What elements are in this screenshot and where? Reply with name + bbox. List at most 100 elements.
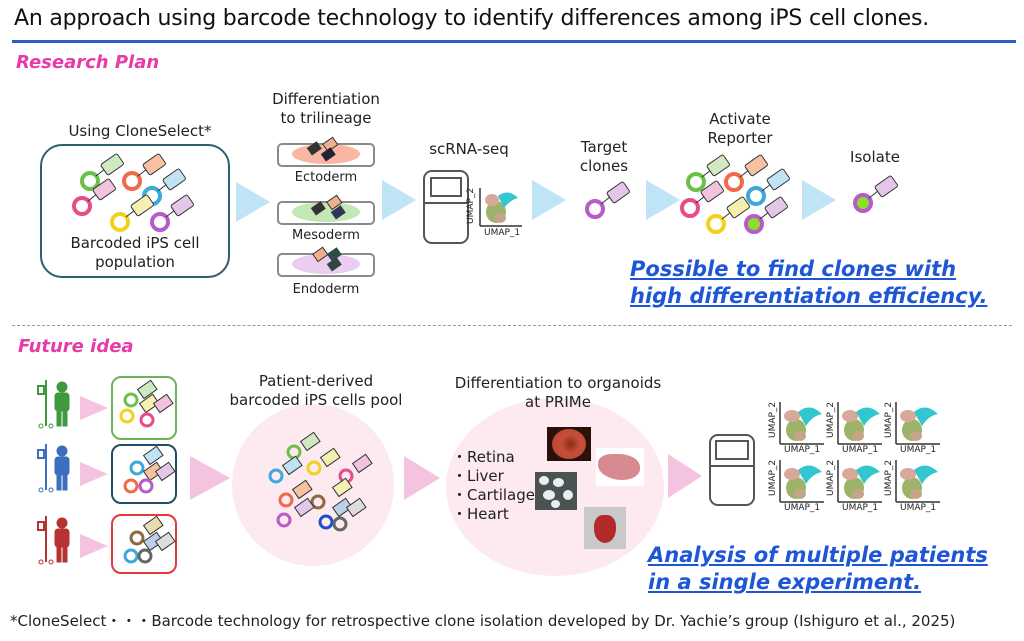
arrow-right-icon <box>668 454 702 498</box>
umap-x-label: UMAP_1 <box>842 445 879 455</box>
reporter-caption-line2: Reporter <box>707 129 773 147</box>
umap-y-label: UMAP_2 <box>768 459 778 496</box>
petri-dish-mesoderm-icon <box>277 194 375 225</box>
clone-green <box>80 153 124 191</box>
umap-y-label: UMAP_2 <box>826 401 836 438</box>
target-caption-line2: clones <box>579 157 629 175</box>
target-caption-line1: Target <box>580 138 628 156</box>
arrow-right-icon <box>532 180 566 220</box>
arrow-right-icon <box>646 180 680 220</box>
petri-dish-endoderm-icon <box>277 246 375 277</box>
cartilage-image <box>535 472 577 510</box>
pool-circle <box>232 404 394 566</box>
organoid-item: ・Heart <box>452 505 509 523</box>
clone-pink <box>72 178 116 216</box>
isolate-caption: Isolate <box>850 148 900 166</box>
arrow-right-icon <box>80 396 108 420</box>
umap-y-label: UMAP_2 <box>826 459 836 496</box>
patient-red-icon <box>37 516 70 565</box>
patient-blue-icon <box>37 444 70 493</box>
research-callout-line2: high differentiation efficiency. <box>630 284 988 308</box>
organoid-item: ・Retina <box>452 448 515 466</box>
patient-green-clones-box <box>111 376 177 440</box>
future-callout-line1: Analysis of multiple patients <box>648 543 988 567</box>
trilineage-caption-line1: Differentiation <box>272 90 380 108</box>
clone-group-icon <box>123 445 176 494</box>
isolated-clone-icon <box>853 175 898 213</box>
liver-image <box>596 448 644 486</box>
organoid-caption-line1: Differentiation to organoids <box>454 374 662 392</box>
umap-y-label: UMAP_2 <box>466 187 476 224</box>
dish-label-mesoderm: Mesoderm <box>292 228 360 243</box>
umap-plot: UMAP_1 UMAP_2 <box>768 460 824 516</box>
patient-red-clones-box <box>111 514 177 574</box>
organoid-caption-line2: at PRIMe <box>525 393 591 411</box>
research-callout-line1: Possible to find clones with <box>630 257 957 281</box>
dish-label-ectoderm: Ectoderm <box>294 170 358 185</box>
umap-plot: UMAP_1 UMAP_2 <box>826 402 882 458</box>
future-callout-line2: in a single experiment. <box>648 570 922 594</box>
reporter-caption-line1: Activate <box>709 110 771 128</box>
clone-yellow <box>110 194 154 232</box>
future-idea-heading: Future idea <box>18 336 134 357</box>
footnote: *CloneSelect・・・Barcode technology for re… <box>10 612 956 630</box>
patient-blue-clones-box <box>111 444 177 504</box>
barcoded-population-box: Barcoded iPS cell population <box>40 144 230 278</box>
organoid-item: ・Liver <box>452 467 504 485</box>
clone-purple <box>150 194 194 232</box>
umap-x-label: UMAP_1 <box>900 445 937 455</box>
umap-x-label: UMAP_1 <box>900 503 937 513</box>
target-clone-icon <box>585 181 630 219</box>
umap-x-label: UMAP_1 <box>842 503 879 513</box>
umap-y-label: UMAP_2 <box>884 459 894 496</box>
title-rule <box>12 40 1016 43</box>
umap-plot: UMAP_1 UMAP_2 <box>884 402 940 458</box>
umap-scatter-icon <box>837 402 882 445</box>
heart-image <box>584 507 626 549</box>
arrow-right-icon <box>236 182 270 222</box>
patient-green-icon <box>37 380 70 429</box>
arrow-right-icon <box>382 180 416 220</box>
arrow-right-icon <box>404 456 440 500</box>
arrow-right-icon <box>802 180 836 220</box>
pool-caption-line1: Patient-derived <box>258 372 374 390</box>
umap-y-label: UMAP_2 <box>884 401 894 438</box>
umap-plot: UMAP_1 UMAP_2 <box>768 402 824 458</box>
arrow-right-icon <box>80 462 108 486</box>
population-label-line1: Barcoded iPS cell <box>70 234 200 252</box>
scrnaseq-caption: scRNA-seq <box>429 140 509 158</box>
sequencer-icon <box>709 434 755 506</box>
clone-group-icon <box>119 379 174 428</box>
umap-x-label: UMAP_1 <box>784 503 821 513</box>
page-title: An approach using barcode technology to … <box>14 6 929 31</box>
research-plan-heading: Research Plan <box>16 52 160 73</box>
clone-orange <box>122 153 166 191</box>
dish-label-endoderm: Endoderm <box>292 282 360 297</box>
cell-cluster-icon <box>72 153 194 232</box>
organoid-item: ・Cartilage <box>452 486 535 504</box>
arrow-right-icon <box>80 534 108 558</box>
umap-scatter-icon <box>895 460 940 503</box>
population-label-line2: population <box>95 253 175 271</box>
umap-plot: UMAP_1 UMAP_2 <box>884 460 940 516</box>
umap-plot-icon <box>479 188 522 227</box>
umap-x-label: UMAP_1 <box>484 228 521 238</box>
activated-cell-cluster-icon <box>680 154 790 234</box>
pooled-cells-icon <box>268 431 373 532</box>
cloneselect-caption: Using CloneSelect* <box>68 122 212 140</box>
umap-scatter-icon <box>895 402 940 445</box>
umap-plot: UMAP_1 UMAP_2 <box>826 460 882 516</box>
umap-scatter-icon <box>837 460 882 503</box>
petri-dish-ectoderm-icon <box>277 136 375 167</box>
sequencer-icon <box>423 170 469 244</box>
umap-scatter-icon <box>779 402 824 445</box>
umap-x-label: UMAP_1 <box>784 445 821 455</box>
organoid-list: ・Retina ・Liver ・Cartilage ・Heart <box>452 448 535 524</box>
section-divider <box>12 325 1012 326</box>
arrow-right-icon <box>190 456 230 500</box>
umap-y-label: UMAP_2 <box>768 401 778 438</box>
clone-group-icon <box>123 515 176 564</box>
umap-scatter-icon <box>779 460 824 503</box>
trilineage-caption-line2: to trilineage <box>280 109 372 127</box>
